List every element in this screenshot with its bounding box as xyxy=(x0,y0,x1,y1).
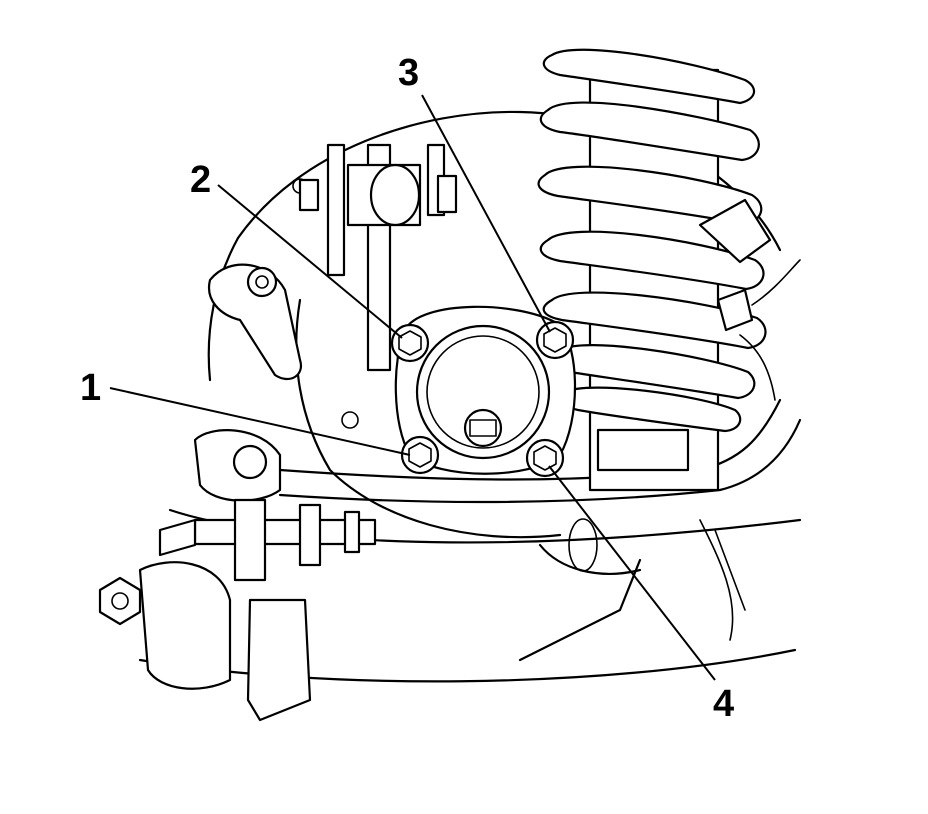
upper-link xyxy=(207,263,303,381)
callout-1: 1 xyxy=(80,367,411,456)
hub-bolt-4 xyxy=(525,438,565,478)
callout-3: 3 xyxy=(398,52,551,333)
hub-bolt-2 xyxy=(390,323,430,363)
hub-bolt-3 xyxy=(535,320,575,360)
sensor-bracket xyxy=(698,198,801,401)
leader-line-4 xyxy=(548,465,716,681)
hub-bolt-1 xyxy=(400,435,440,475)
hub-flange xyxy=(394,305,577,475)
callout-4: 4 xyxy=(548,465,734,725)
leader-line-1 xyxy=(109,387,411,456)
leader-line-3 xyxy=(421,94,551,333)
tie-rod xyxy=(98,498,377,722)
upper-arm-bracket xyxy=(298,143,458,372)
callout-label-4: 4 xyxy=(713,683,734,725)
callout-label-2: 2 xyxy=(190,159,211,201)
callout-label-1: 1 xyxy=(80,367,101,409)
callout-label-3: 3 xyxy=(398,52,419,94)
callout-2: 2 xyxy=(190,159,403,339)
coil-spring xyxy=(537,48,767,492)
leader-line-2 xyxy=(217,184,403,339)
